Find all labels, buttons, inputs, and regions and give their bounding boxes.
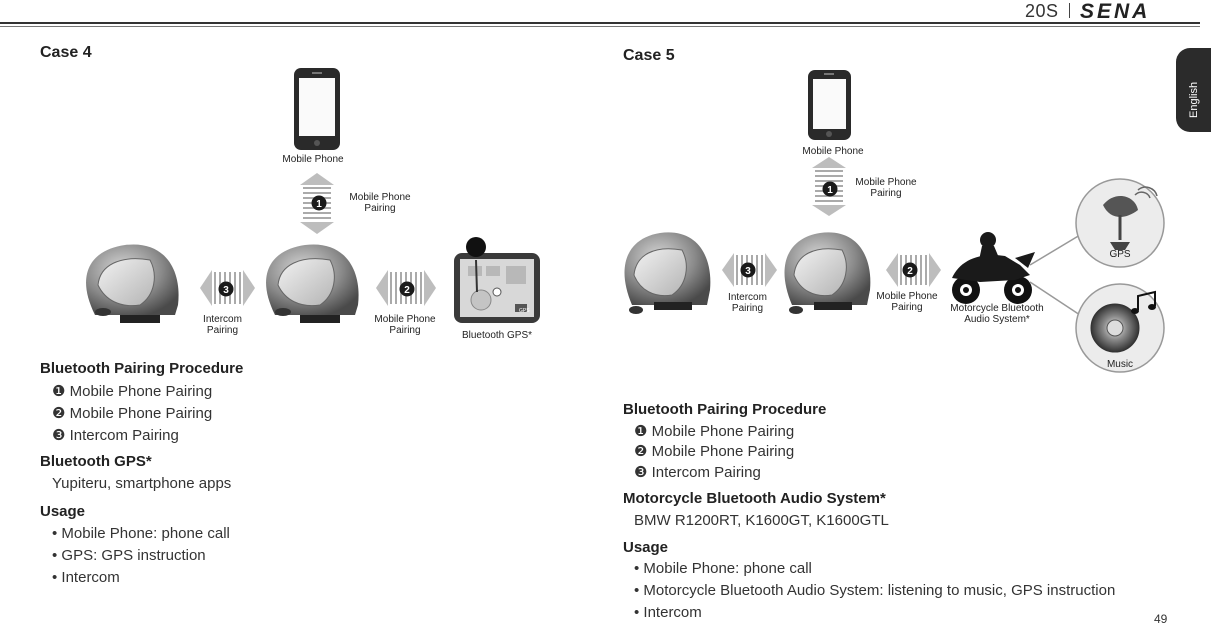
- case5-music-label: Music: [1106, 359, 1134, 370]
- case4-procedure-heading: Bluetooth Pairing Procedure: [40, 360, 244, 377]
- case4-usage-item-2: • GPS: GPS instruction: [52, 547, 206, 564]
- case4-usage-heading: Usage: [40, 503, 86, 520]
- case4-step2-number: 2: [404, 285, 410, 296]
- case4-step1-label: Mobile Phone Pairing: [349, 192, 411, 214]
- case5-usage-heading: Usage: [623, 539, 669, 556]
- brand-logo: SENA: [1080, 0, 1151, 23]
- intercom-pairing-arrow-icon: [200, 270, 255, 306]
- case5-mobile-phone-icon: [808, 70, 851, 140]
- case5-step1-label: Mobile Phone Pairing: [855, 177, 917, 199]
- case4-procedure-item-3: ❸ Intercom Pairing: [52, 427, 179, 444]
- music-connector-line: [1029, 281, 1081, 316]
- vertical-pairing-arrow-icon: [300, 173, 334, 234]
- case5-audio-text: BMW R1200RT, K1600GT, K1600GTL: [634, 512, 889, 529]
- case5-procedure-heading: Bluetooth Pairing Procedure: [623, 401, 827, 418]
- case5-audio-heading: Motorcycle Bluetooth Audio System*: [623, 490, 886, 507]
- gps-device-icon: [454, 237, 540, 323]
- case4-step1-badge: [311, 195, 327, 211]
- case5-title: Case 5: [623, 47, 675, 64]
- case5-usage-item-2: • Motorcycle Bluetooth Audio System: lis…: [634, 582, 1116, 599]
- language-tab[interactable]: English: [1176, 48, 1211, 132]
- gps-pairing-arrow-icon: [376, 270, 436, 306]
- case4-step2-badge: [399, 281, 415, 297]
- language-tab-label: English: [1188, 81, 1200, 118]
- case4-mobile-phone-label: Mobile Phone: [282, 154, 344, 165]
- case5-step2-number: 2: [907, 266, 913, 277]
- case4-step1-number: 1: [316, 199, 322, 210]
- case5-diagram: 1 3 2: [624, 70, 1165, 373]
- page-number: 49: [1154, 612, 1168, 626]
- model-name: 20S: [1025, 1, 1059, 21]
- case5-step3-number: 3: [745, 266, 751, 277]
- gps-connector-line: [1029, 234, 1081, 266]
- helmet-left-icon: [86, 244, 179, 323]
- mobile-phone-icon: [294, 68, 340, 150]
- header-rule: [0, 22, 1200, 24]
- gps-screen-label: GPS: [519, 308, 530, 314]
- case5-procedure-item-3: ❸ Intercom Pairing: [634, 464, 761, 481]
- case5-helmet-center-icon: [784, 232, 871, 314]
- case4-diagram: 1 3 2 GPS: [86, 68, 540, 323]
- case5-gps-label: GPS: [1109, 249, 1131, 260]
- music-speaker-icon: [1075, 283, 1165, 373]
- case5-usage-item-1: • Mobile Phone: phone call: [634, 560, 812, 577]
- case4-usage-item-1: • Mobile Phone: phone call: [52, 525, 230, 542]
- case4-procedure-item-2: ❷ Mobile Phone Pairing: [52, 405, 213, 422]
- case4-step3-badge: [218, 281, 234, 297]
- case5-mobile-phone-label: Mobile Phone: [802, 146, 864, 157]
- header-rule-thin: [0, 26, 1200, 27]
- gps-satellite-icon: [1075, 178, 1165, 268]
- case4-gps-heading: Bluetooth GPS*: [40, 453, 152, 470]
- case5-procedure-item-1: ❶ Mobile Phone Pairing: [634, 423, 795, 440]
- case5-step2-label: Mobile Phone Pairing: [876, 291, 938, 313]
- case4-step3-label: Intercom Pairing: [203, 314, 242, 336]
- case5-procedure-item-2: ❷ Mobile Phone Pairing: [634, 443, 795, 460]
- motorcycle-icon: [952, 232, 1035, 304]
- case5-step3-label: Intercom Pairing: [728, 292, 767, 314]
- case5-step2-badge: [902, 262, 918, 278]
- case5-step1-badge: [822, 181, 838, 197]
- case5-usage-item-3: • Intercom: [634, 604, 702, 621]
- case4-gps-label: Bluetooth GPS*: [461, 330, 533, 341]
- case5-helmet-left-icon: [624, 232, 711, 314]
- case4-procedure-item-1: ❶ Mobile Phone Pairing: [52, 383, 213, 400]
- case5-motorcycle-label: Motorcycle Bluetooth Audio System*: [950, 303, 1044, 325]
- case5-step3-badge: [740, 262, 756, 278]
- helmet-center-icon: [266, 244, 359, 323]
- header-separator: [1069, 3, 1070, 18]
- case4-gps-text: Yupiteru, smartphone apps: [52, 475, 232, 492]
- case4-step3-number: 3: [223, 285, 229, 296]
- case4-title: Case 4: [40, 44, 92, 61]
- case5-intercom-pairing-arrow-icon: [722, 253, 777, 287]
- case4-step2-label: Mobile Phone Pairing: [374, 314, 436, 336]
- case4-usage-item-3: • Intercom: [52, 569, 120, 586]
- case5-step1-number: 1: [827, 185, 833, 196]
- case5-audio-pairing-arrow-icon: [886, 253, 941, 287]
